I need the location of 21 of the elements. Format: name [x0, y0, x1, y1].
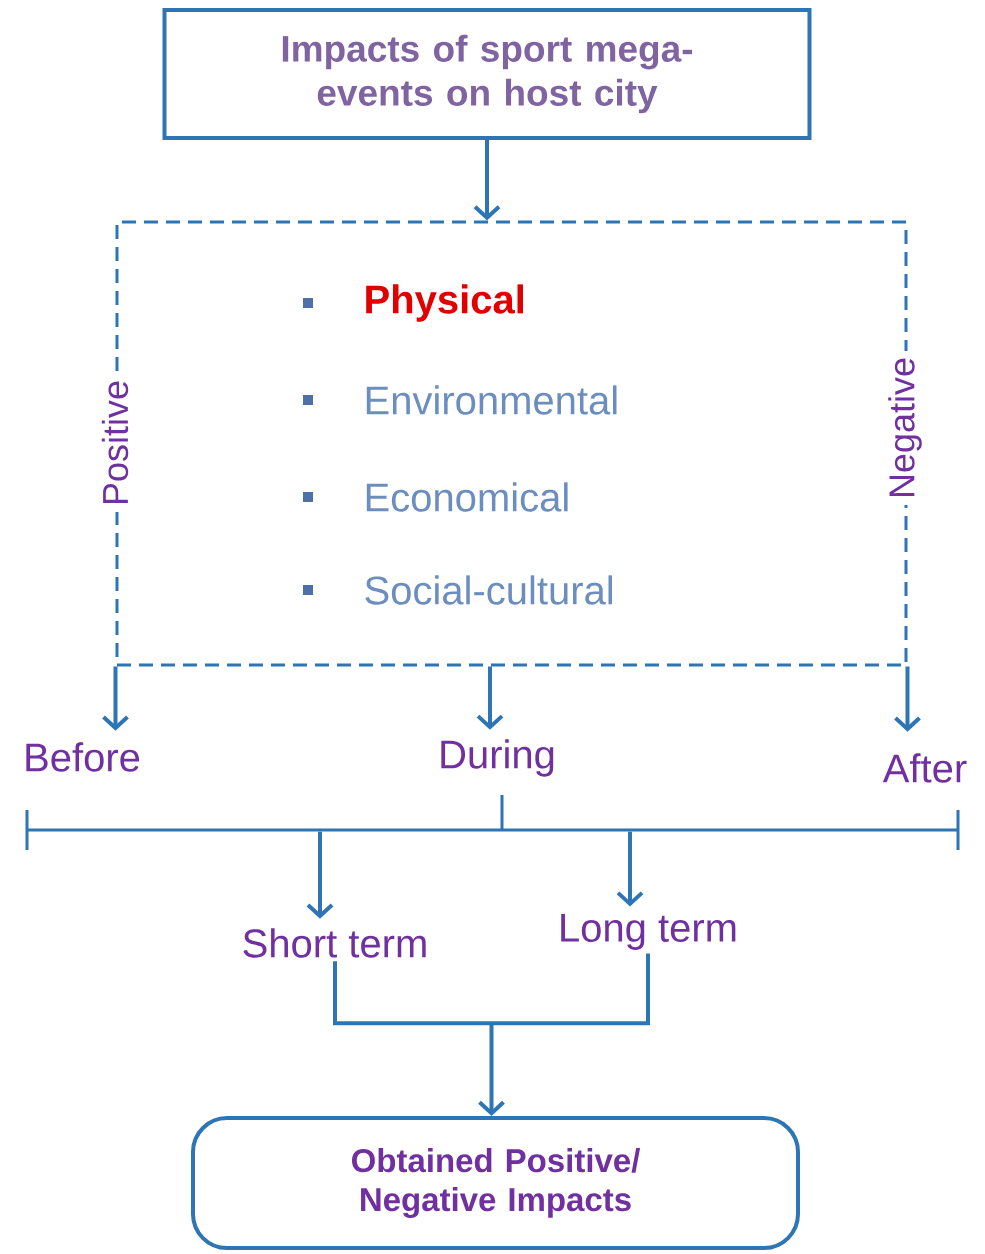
arrow	[476, 666, 504, 730]
stage-label: Before	[26, 742, 140, 772]
arrow	[306, 831, 334, 919]
list-item: Social-cultural	[365, 575, 612, 605]
arrow	[102, 666, 129, 731]
stage-label: Short term	[243, 928, 426, 958]
title-box: Impacts of sport mega-events on host city	[162, 8, 812, 140]
arrow	[894, 666, 921, 732]
arrow	[473, 140, 501, 221]
result-box: Obtained Positive/ Negative Impacts	[191, 1116, 800, 1250]
list-item: Physical	[366, 284, 523, 322]
stage-label: During	[441, 739, 554, 777]
side-label: Positive	[95, 374, 135, 513]
stage-label: After	[882, 753, 967, 783]
list-item: Environmental	[366, 385, 617, 415]
arrow	[333, 951, 650, 1116]
side-label: Negative	[882, 350, 928, 506]
timeline	[25, 793, 960, 852]
arrow	[616, 831, 644, 907]
list-item: Economical	[366, 482, 568, 512]
stage-label: Long term	[561, 914, 736, 950]
